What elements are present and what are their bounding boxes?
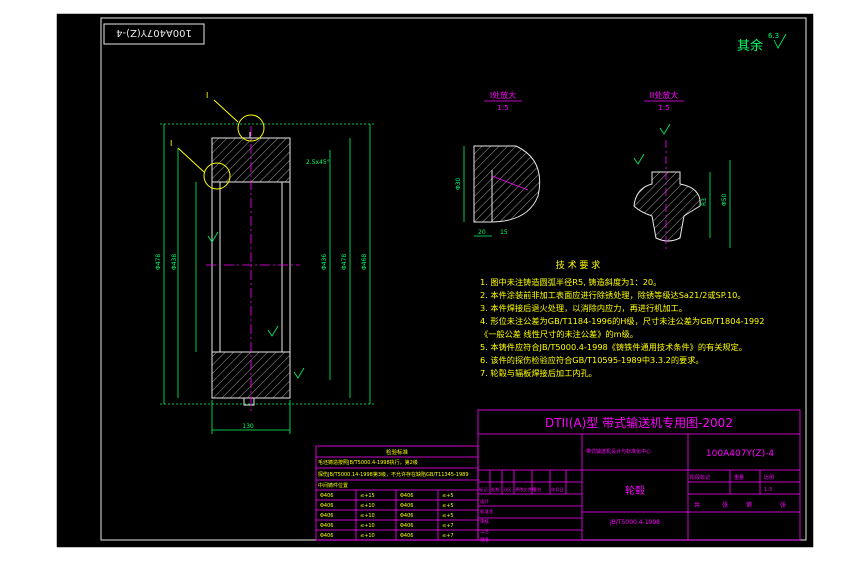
table-cell: ≤+5 bbox=[442, 513, 454, 519]
label-sheet-no: 第 bbox=[746, 501, 752, 509]
title-block-left-grid: 标记处数分区更改文件号签名 年月日设计标准化审核工艺批准 bbox=[478, 469, 582, 543]
roughness-value: 6.3 bbox=[768, 32, 779, 40]
label-sheets-2: 张 bbox=[780, 501, 786, 509]
table-row-text: 毛坯铸造按照JB/T5000.4-1998执行，第2级 bbox=[318, 459, 418, 466]
detail-one-height: Φ30 bbox=[455, 177, 462, 190]
detail-one-label: I处放大 bbox=[490, 90, 516, 100]
detail-one-view: I处放大 1:5 Φ30 20 15 bbox=[455, 90, 541, 237]
table-cell: Φ406 bbox=[400, 513, 413, 519]
dim-chamfer: 2.5x45° bbox=[306, 159, 330, 166]
dim-d-inner: Φ438 bbox=[171, 254, 178, 270]
label-weight: 重量 bbox=[734, 474, 744, 481]
tech-req-item: 《一般公差 线性尺寸的未注公差》的m级。 bbox=[480, 329, 638, 339]
title-grid-side-label: 审核 bbox=[480, 518, 489, 525]
title-grid-side-label: 批准 bbox=[480, 536, 489, 543]
title-grid-header: 签名 bbox=[533, 486, 541, 493]
detail-two-scale: 1:5 bbox=[658, 104, 669, 112]
detail-one-width: 20 bbox=[478, 229, 486, 236]
inspection-table: 检验标准 毛坯铸造按照JB/T5000.4-1998执行，第2级 探伤JB/T5… bbox=[315, 445, 479, 541]
roughness-mark-icon bbox=[633, 153, 645, 165]
table-cell: Φ406 bbox=[320, 503, 333, 509]
tech-req-item: 6. 该件的探伤检验应符合GB/T10595-1989中3.3.2的要求。 bbox=[480, 355, 704, 365]
scale-value: 1:3 bbox=[764, 487, 772, 493]
rotated-code-text: 100A407Y(Z)-4 bbox=[116, 27, 192, 38]
tech-req-title: 技 术 要 求 bbox=[556, 259, 601, 271]
main-section-view: I I Φ478 Φ438 Φ436 Φ478 Φ468 130 2.5x45° bbox=[155, 91, 374, 434]
title-grid-header: 分区 bbox=[503, 486, 511, 493]
roughness-mark-icon bbox=[659, 123, 671, 135]
table-cell: Φ406 bbox=[400, 523, 413, 529]
title-grid-header: 年月日 bbox=[551, 486, 564, 493]
table-cell: ≤+10 bbox=[360, 533, 375, 539]
table-cell: ≤+10 bbox=[360, 513, 375, 519]
product-title: DTII(A)型 带式输送机专用图-2002 bbox=[545, 415, 733, 430]
detail-two-a: R3 bbox=[701, 198, 708, 206]
roughness-note: 其余 6.3 bbox=[737, 32, 787, 54]
roughness-mark-icon bbox=[207, 231, 219, 243]
label-sheets-1: 张 bbox=[722, 501, 728, 509]
detail-callout-circle-2 bbox=[203, 162, 231, 190]
table-cell: ≤+10 bbox=[360, 523, 375, 529]
table-cell: Φ406 bbox=[320, 523, 333, 529]
detail-callout-circle-1 bbox=[237, 114, 265, 142]
callout-label-1: I bbox=[206, 91, 208, 100]
part-name: 轮毂 bbox=[625, 484, 645, 497]
callout-label-2: I bbox=[170, 139, 172, 148]
table-cell: ≤+7 bbox=[442, 523, 454, 529]
dim-d-outer: Φ478 bbox=[155, 254, 162, 270]
title-grid-side-label: 设计 bbox=[480, 498, 489, 505]
title-grid-header: 更改文件号 bbox=[515, 486, 536, 493]
rotated-code-box: 100A407Y(Z)-4 bbox=[103, 23, 205, 45]
table-cell: Φ406 bbox=[320, 513, 333, 519]
table-title: 检验标准 bbox=[386, 448, 409, 456]
dim-d-right: Φ478 bbox=[341, 254, 348, 270]
tech-req-item: 3. 本件焊接后退火处理，以消除内应力，再进行机加工。 bbox=[480, 303, 687, 313]
detail-one-width2: 15 bbox=[500, 229, 508, 236]
table-cell: ≤+5 bbox=[442, 493, 454, 499]
dim-width: 130 bbox=[242, 423, 254, 430]
dim-d-far: Φ468 bbox=[361, 254, 368, 270]
title-grid-side-label: 工艺 bbox=[480, 529, 489, 535]
detail-two-view: II处放大 1:5 R3 Φ50 bbox=[633, 90, 731, 252]
table-cell: Φ406 bbox=[400, 503, 413, 509]
table-cell: Φ406 bbox=[320, 533, 333, 539]
title-block: DTII(A)型 带式输送机专用图-2002 100A407Y(Z)-4 带式输… bbox=[477, 409, 801, 543]
table-cell: ≤+15 bbox=[360, 493, 375, 499]
tech-req-item: 7. 轮毂与辐板焊接后加工内孔。 bbox=[480, 368, 597, 378]
roughness-mark-icon bbox=[267, 325, 279, 337]
roughness-label: 其余 bbox=[737, 38, 763, 54]
detail-two-label: II处放大 bbox=[650, 90, 679, 100]
table-cell: Φ406 bbox=[400, 493, 413, 499]
table-cell: Φ406 bbox=[320, 493, 333, 499]
table-row-text: 探伤JB/T5000.14-1998第3级，不允许存在缺陷GB/T11345-1… bbox=[318, 471, 469, 478]
table-row-text: 中间铸件位置 bbox=[318, 482, 348, 489]
tech-req-item: 2. 本件涂装前非加工表面应进行除锈处理，除锈等级达Sa21/2或SP.10。 bbox=[480, 290, 746, 300]
design-unit: 带式输送机设计与标准化中心 bbox=[586, 448, 651, 455]
label-stage: 阶段标记 bbox=[690, 474, 710, 481]
tech-requirements: 技 术 要 求 1. 图中未注铸造圆弧半径R5, 铸造斜度为1：20。 2. 本… bbox=[480, 259, 764, 378]
standard-ref: JB/T5000.4-1998 bbox=[609, 519, 660, 526]
roughness-symbol-icon bbox=[773, 33, 787, 49]
roughness-mark-icon bbox=[293, 367, 305, 379]
label-scale: 比例 bbox=[764, 474, 774, 481]
table-cell: ≤+10 bbox=[360, 503, 375, 509]
dim-d-mid: Φ436 bbox=[321, 254, 328, 270]
title-grid-side-label: 标准化 bbox=[480, 508, 494, 515]
table-cell: ≤+7 bbox=[442, 533, 454, 539]
detail-two-b: Φ50 bbox=[721, 193, 728, 206]
table-cell: ≤+5 bbox=[442, 503, 454, 509]
table-cell: Φ406 bbox=[400, 533, 413, 539]
tech-req-item: 4. 形位未注公差为GB/T1184-1996的H级，尺寸未注公差为GB/T18… bbox=[480, 316, 764, 326]
tech-req-item: 5. 本铸件应符合JB/T5000.4-1998《铸铁件通用技术条件》的有关规定… bbox=[480, 342, 747, 352]
drawing-number: 100A407Y(Z)-4 bbox=[706, 449, 774, 459]
detail-one-scale: 1:5 bbox=[497, 104, 508, 112]
tech-req-item: 1. 图中未注铸造圆弧半径R5, 铸造斜度为1：20。 bbox=[480, 277, 661, 287]
label-sheet-total: 共 bbox=[694, 501, 700, 509]
title-grid-header: 标记 bbox=[479, 486, 488, 493]
title-grid-header: 处数 bbox=[491, 486, 500, 493]
